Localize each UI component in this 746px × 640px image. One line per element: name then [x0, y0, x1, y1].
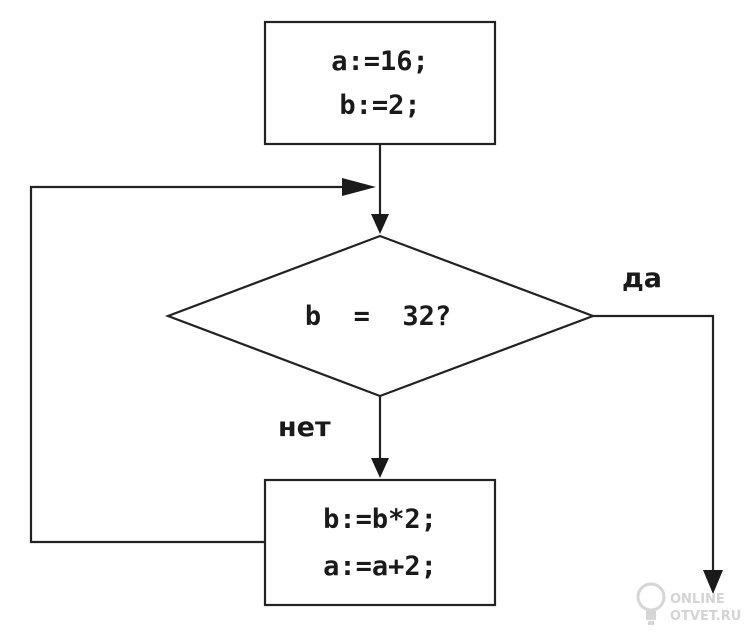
loop-back-arrowhead	[342, 178, 376, 196]
body-block-box	[263, 478, 497, 607]
init-block-box	[263, 20, 497, 146]
body-block-line-1: b:=b*2;	[323, 504, 437, 535]
watermark-line-1: ONLINE	[670, 592, 725, 607]
init-block-line-1: a:=16;	[331, 46, 429, 77]
loop-back-connector	[29, 185, 358, 544]
no-branch-arrowhead	[371, 458, 389, 478]
body-block: b:=b*2; a:=a+2;	[263, 478, 497, 607]
yes-branch-label: да	[622, 263, 662, 294]
decision: b = 32?	[164, 234, 597, 398]
lightbulb-icon	[636, 582, 666, 625]
watermark: ONLINE OTVET.RU	[636, 582, 741, 625]
init-to-decision-arrowhead	[371, 214, 389, 234]
body-block-line-2: a:=a+2;	[323, 551, 437, 582]
no-branch-label: нет	[278, 412, 331, 443]
watermark-line-2: OTVET.RU	[670, 609, 741, 624]
yes-branch-connector	[593, 314, 715, 572]
decision-condition: b = 32?	[305, 301, 451, 332]
init-block: a:=16; b:=2;	[263, 20, 497, 146]
init-block-line-2: b:=2;	[339, 90, 420, 121]
yes-branch-arrowhead	[703, 570, 723, 594]
